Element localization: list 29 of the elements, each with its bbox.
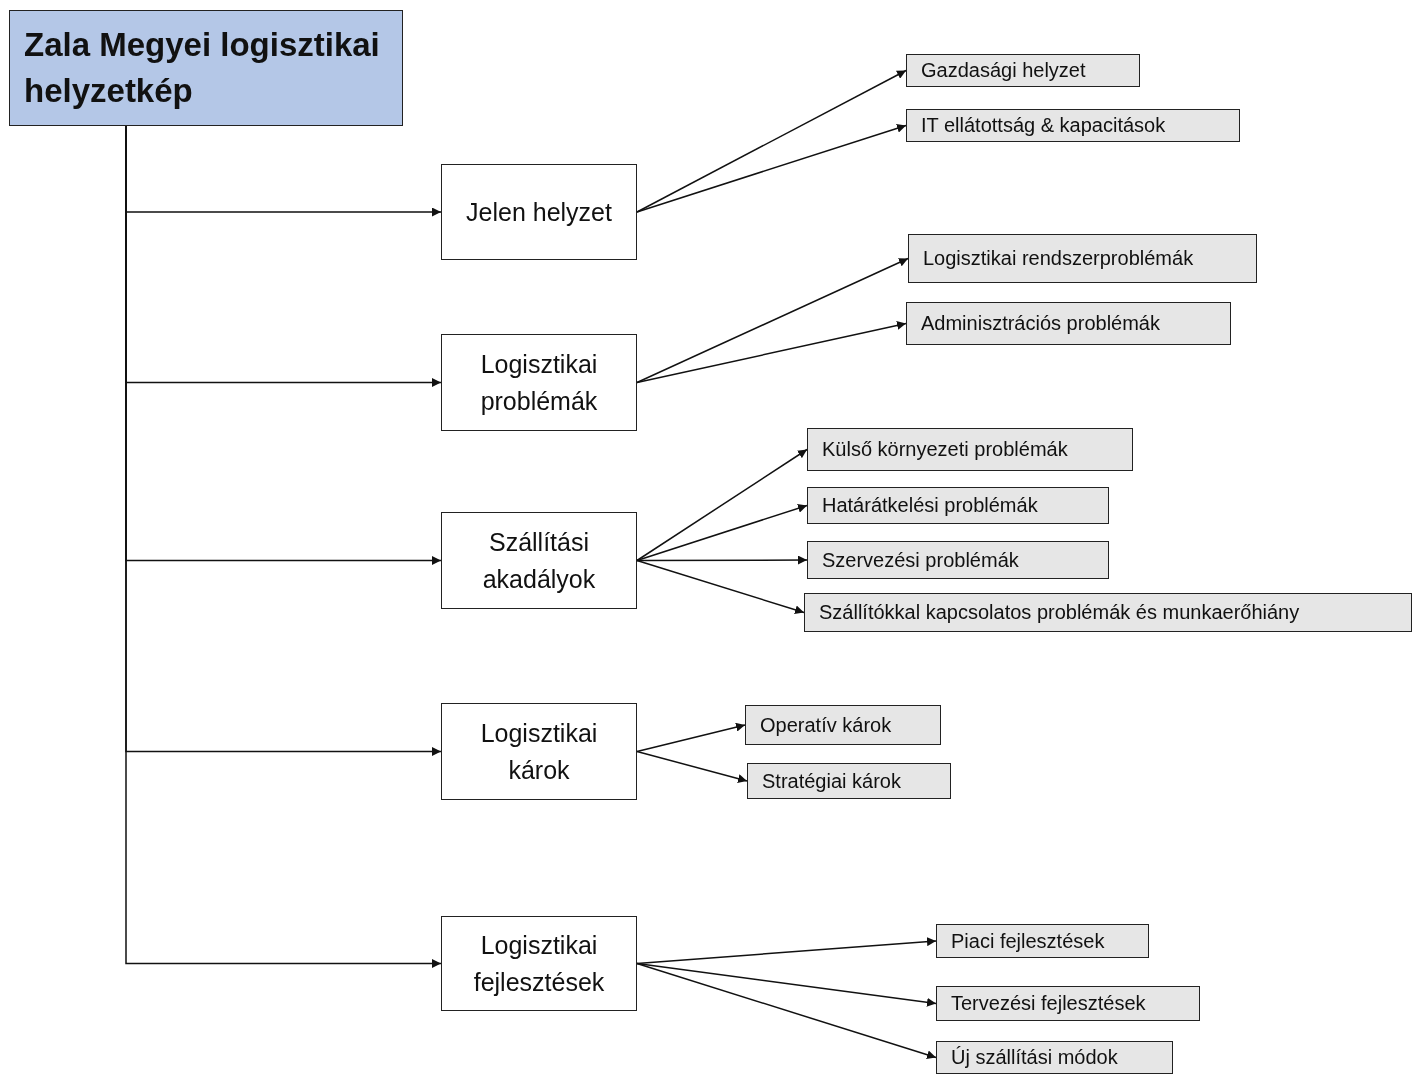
arrow <box>636 962 937 1060</box>
category-box: Logisztikai problémák <box>441 334 637 431</box>
topic-box: Szállítókkal kapcsolatos problémák és munkaerőhiány <box>804 593 1412 632</box>
category-box: Jelen helyzet <box>441 164 637 260</box>
topic-box: Külső környezeti problémák <box>807 428 1133 471</box>
title-box: Zala Megyei logisztikai helyzetkép <box>9 10 403 126</box>
topic-box: Adminisztrációs problémák <box>906 302 1231 345</box>
topic-box: Stratégiai károk <box>747 763 951 799</box>
arrow <box>636 559 805 615</box>
arrow <box>636 257 909 384</box>
topic-box: Határátkelési problémák <box>807 487 1109 524</box>
arrow <box>636 750 748 783</box>
category-box: Logisztikai károk <box>441 703 637 800</box>
arrow <box>636 448 808 562</box>
topic-box: Operatív károk <box>745 705 941 745</box>
topic-box: Gazdasági helyzet <box>906 54 1140 87</box>
topic-box: IT ellátottság & kapacitások <box>906 109 1240 142</box>
arrow <box>636 504 808 562</box>
topic-box: Tervezési fejlesztések <box>936 986 1200 1021</box>
topic-box: Logisztikai rendszerproblémák <box>908 234 1257 283</box>
arrow <box>636 722 746 753</box>
topic-box: Új szállítási módok <box>936 1041 1173 1074</box>
category-box: Szállítási akadályok <box>441 512 637 609</box>
arrow <box>636 69 907 213</box>
category-box: Logisztikai fejlesztések <box>441 916 637 1011</box>
topic-box: Piaci fejlesztések <box>936 924 1149 958</box>
arrow <box>636 321 907 384</box>
topic-box: Szervezési problémák <box>807 541 1109 579</box>
arrow <box>636 123 907 213</box>
